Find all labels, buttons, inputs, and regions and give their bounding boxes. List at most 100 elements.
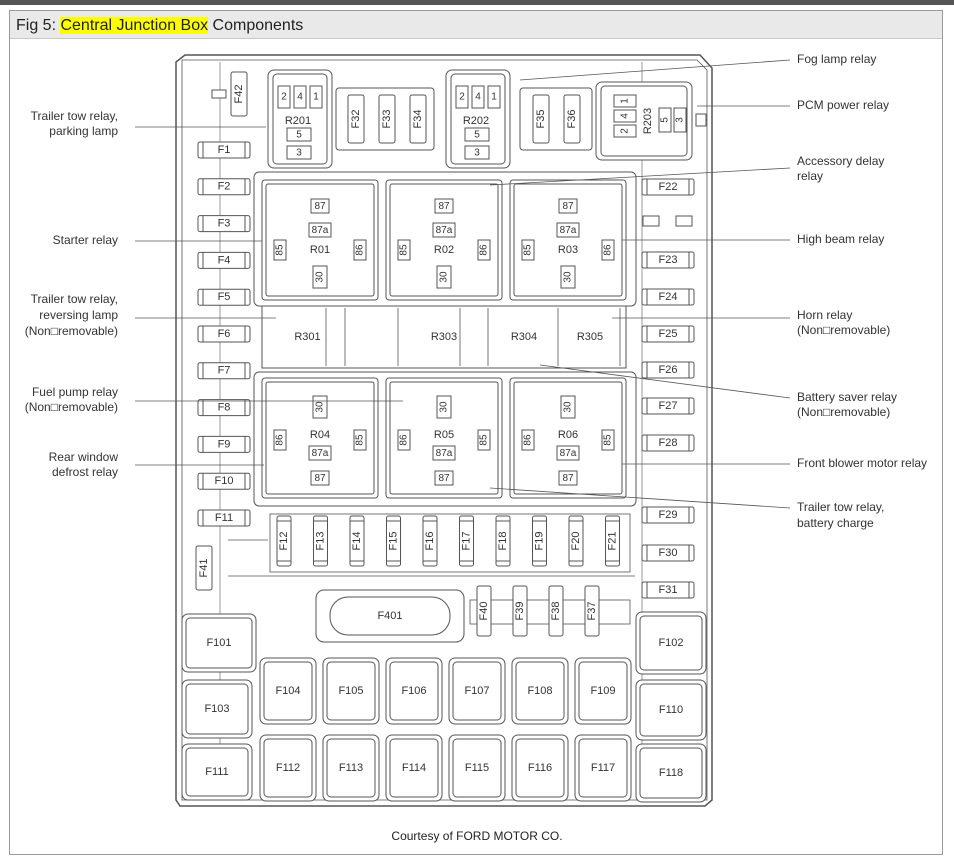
r202-pin-5: 5 — [474, 130, 480, 141]
bottom-fuse-label-F17: F17 — [460, 532, 472, 551]
maxi-fuse-inner-F104 — [263, 661, 313, 721]
relay-pin-87: 87 — [562, 201, 574, 212]
fuse-f401-label: F401 — [377, 610, 402, 622]
r201-pin-box — [286, 145, 312, 160]
relay-pin-87-box — [434, 198, 454, 214]
r202-pin-3: 3 — [474, 148, 480, 159]
bottom-fuse-label-F18: F18 — [497, 532, 509, 551]
left-fuse-body — [197, 472, 251, 490]
left-callout-text: reversing lamp — [39, 308, 118, 322]
relay-pin-85: 85 — [275, 244, 286, 256]
bottom-fuse-label-F19: F19 — [533, 532, 545, 551]
bottom-fuse-label-F12: F12 — [278, 532, 290, 551]
relay-pin-85: 85 — [523, 244, 534, 256]
right-fuse-body — [641, 288, 695, 306]
r203-pin-4: 4 — [620, 113, 631, 119]
middle-relay-label-R305: R305 — [577, 331, 603, 343]
maxi-fuse-label-F114: F114 — [402, 762, 426, 774]
relay-pin-87a-box — [556, 445, 580, 461]
right-fuse-label-F24: F24 — [659, 291, 678, 303]
left-fuse-body — [197, 399, 251, 417]
middle-relay-label-R303: R303 — [431, 331, 457, 343]
bottom-fuse-body — [605, 515, 620, 567]
maxi-fuse-inner-F103 — [185, 683, 249, 735]
relay-pin-86-box — [397, 429, 411, 451]
maxi-fuse-label-F101: F101 — [206, 637, 231, 649]
right-callout-leader — [489, 167, 791, 186]
left-callout-text: (Non□removable) — [25, 400, 118, 414]
left-callout-text: Fuel pump relay — [32, 385, 118, 399]
maxi-fuse-inner-F117 — [578, 738, 628, 798]
bottom-fuse-body — [349, 515, 365, 567]
small-vertical-fuse-label-F37: F37 — [586, 602, 598, 621]
right-fuse-label-F28: F28 — [659, 437, 678, 449]
relay-pin-87a: 87a — [436, 225, 453, 236]
maxi-fuse-inner-F105 — [326, 661, 376, 721]
right-callout-text: Horn relay — [797, 308, 852, 322]
left-fuse-body — [197, 141, 251, 159]
relay-label-R03: R03 — [558, 244, 578, 256]
maxi-fuse-inner-F110 — [639, 683, 703, 737]
left-callout-text: Trailer tow relay, — [31, 109, 118, 123]
relay-pin-87a-box — [432, 445, 456, 461]
relay-r06-inner — [513, 381, 623, 495]
bottom-fuse-label-F20: F20 — [570, 532, 582, 551]
r203-pin-box — [613, 124, 637, 138]
relay-pin-85-box — [273, 239, 287, 261]
maxi-fuse-inner-F113 — [326, 738, 376, 798]
relay-pin-85: 85 — [603, 434, 614, 446]
bottom-fuse-label-F21: F21 — [606, 532, 618, 551]
r201-pin-1: 1 — [313, 92, 319, 103]
maxi-fuse-inner-F102 — [639, 615, 703, 671]
relay-pin-30-box — [560, 265, 576, 289]
right-callout-leader — [539, 364, 791, 399]
courtesy-credit: Courtesy of FORD MOTOR CO. — [391, 829, 563, 843]
left-callout-text: parking lamp — [49, 124, 118, 138]
top-fuse-label-F36: F36 — [566, 110, 578, 129]
right-fuse-body — [641, 544, 695, 562]
relay-pin-86-box — [353, 239, 367, 261]
relay-pin-87-box — [434, 470, 454, 486]
r203-pin-box — [673, 107, 687, 133]
small-vertical-fuse-label-F38: F38 — [550, 602, 562, 621]
relay-pin-87a-box — [432, 222, 456, 238]
r203-terminal — [695, 113, 707, 127]
maxi-fuse-label-F103: F103 — [204, 703, 229, 715]
fuse-f42-body — [230, 71, 248, 117]
relay-pin-85-box — [601, 429, 615, 451]
figure-frame — [9, 10, 943, 855]
relay-pin-86-box — [477, 239, 491, 261]
relay-pin-87a: 87a — [560, 225, 577, 236]
top-fuse-label-F33: F33 — [381, 110, 393, 129]
bottom-fuse-label-F16: F16 — [424, 532, 436, 551]
relay-label-R04: R04 — [310, 429, 330, 441]
relay-r203-label: R203 — [642, 108, 654, 134]
relay-pin-85: 85 — [479, 434, 490, 446]
relay-pin-87a-box — [308, 222, 332, 238]
relay-pin-86: 86 — [479, 244, 490, 256]
maxi-fuse-inner-F107 — [452, 661, 502, 721]
right-fuse-body — [641, 325, 695, 343]
left-callout-text: Trailer tow relay, — [31, 292, 118, 306]
relay-r05-inner — [389, 381, 499, 495]
r201-pin-box — [277, 85, 291, 109]
right-callout-text: Accessory delay — [797, 154, 884, 168]
caption-prefix: Fig 5: — [16, 17, 61, 34]
relay-label-R06: R06 — [558, 429, 578, 441]
relay-pin-87-box — [558, 198, 578, 214]
right-callout-text: relay — [797, 169, 823, 183]
right-fuse-label-F31: F31 — [659, 584, 678, 596]
relay-r202-label: R202 — [463, 115, 489, 127]
relay-pin-87: 87 — [314, 473, 326, 484]
r202-pin-4: 4 — [475, 92, 481, 103]
relay-pin-85-box — [353, 429, 367, 451]
relay-pin-85-box — [521, 239, 535, 261]
r202-pin-1: 1 — [491, 92, 497, 103]
maxi-fuse-inner-F112 — [263, 738, 313, 798]
relay-pin-87-box — [310, 198, 330, 214]
relay-pin-30: 30 — [439, 271, 450, 283]
small-vertical-fuse-label-F39: F39 — [514, 602, 526, 621]
window-top-bar — [0, 0, 954, 5]
bottom-fuse-label-F13: F13 — [314, 532, 326, 551]
